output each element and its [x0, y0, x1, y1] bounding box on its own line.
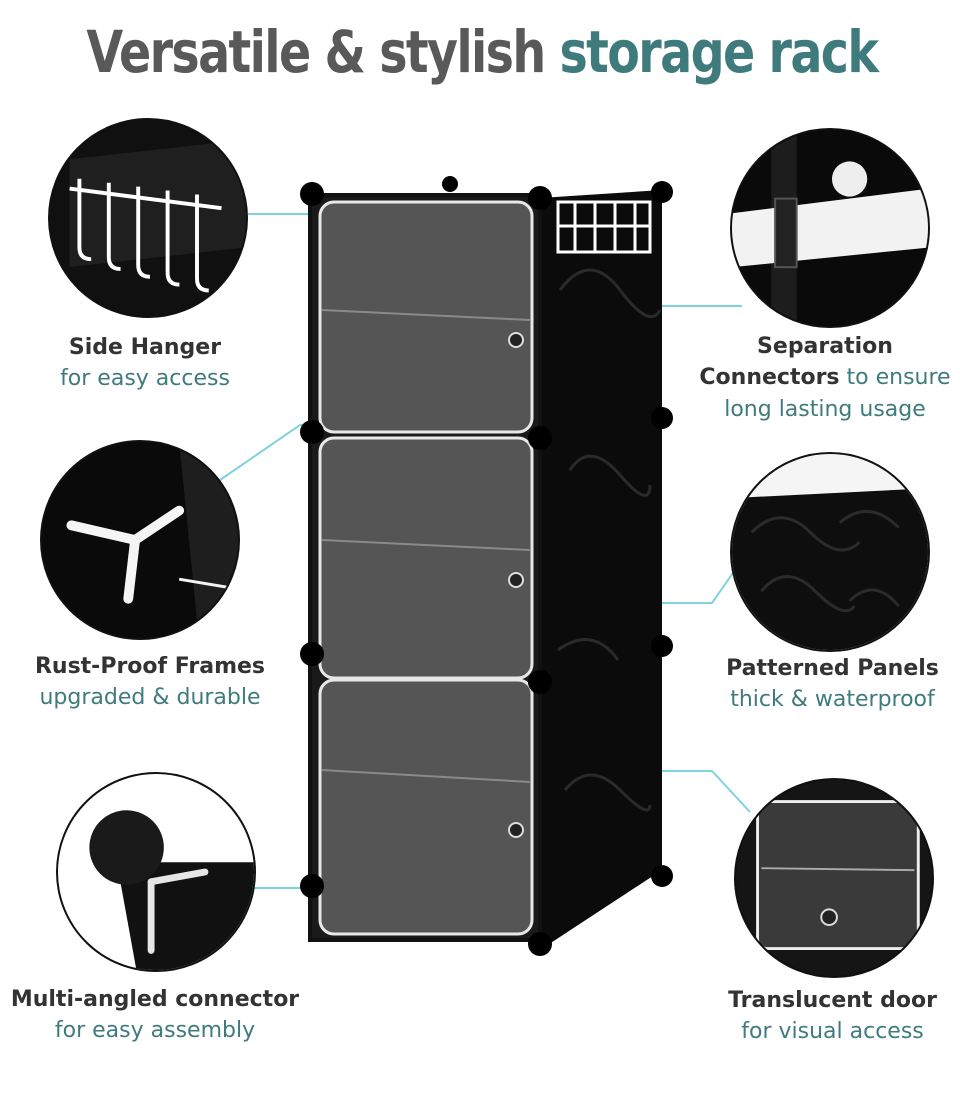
separation-ensure-text: to ensure: [839, 365, 951, 390]
patterned-panel-circle: [730, 452, 930, 652]
title-part-gray: Versatile & stylish: [86, 18, 546, 86]
separation-line2: Connectors to ensure: [690, 362, 960, 394]
angled-connector-icon: [58, 774, 254, 970]
separation-connectors-word: Connectors: [699, 365, 840, 390]
multi-angled-title: Multi-angled connector: [10, 987, 300, 1012]
page-title: Versatile & stylish storage rack: [86, 18, 879, 86]
rust-proof-title: Rust-Proof Frames: [34, 654, 266, 679]
patterned-title: Patterned Panels: [726, 656, 939, 681]
translucent-subtitle: for visual access: [741, 1019, 924, 1044]
patterned-caption: Patterned Panels thick & waterproof: [705, 653, 960, 715]
side-hanger-circle: [48, 118, 248, 318]
translucent-title: Translucent door: [728, 988, 937, 1013]
separation-connector-circle: [730, 128, 930, 328]
rust-proof-caption: Rust-Proof Frames upgraded & durable: [10, 651, 290, 713]
translucent-door-icon: [736, 780, 932, 976]
separation-title: Separation: [757, 334, 893, 359]
storage-rack-image: [300, 176, 673, 956]
multi-angled-connector-circle: [56, 772, 256, 972]
separation-line3: long lasting usage: [724, 397, 926, 422]
separation-caption: Separation Connectors to ensure long las…: [690, 331, 960, 425]
hanger-hook-icon: [50, 120, 246, 316]
patterned-subtitle: thick & waterproof: [730, 687, 935, 712]
side-hanger-subtitle: for easy access: [60, 366, 230, 391]
pattern-panel-icon: [732, 454, 928, 650]
multi-angled-subtitle: for easy assembly: [54, 1018, 256, 1043]
multi-angled-caption: Multi-angled connector for easy assembly: [0, 984, 310, 1046]
rust-proof-frame-circle: [40, 440, 240, 640]
side-hanger-title: Side Hanger: [68, 335, 222, 360]
connector-joint-icon: [732, 130, 928, 326]
frame-corner-icon: [42, 442, 238, 638]
rust-proof-subtitle: upgraded & durable: [39, 685, 261, 710]
translucent-caption: Translucent door for visual access: [705, 985, 960, 1047]
translucent-door-circle: [734, 778, 934, 978]
side-hanger-caption: Side Hanger for easy access: [20, 332, 270, 394]
title-part-teal: storage rack: [559, 18, 879, 86]
